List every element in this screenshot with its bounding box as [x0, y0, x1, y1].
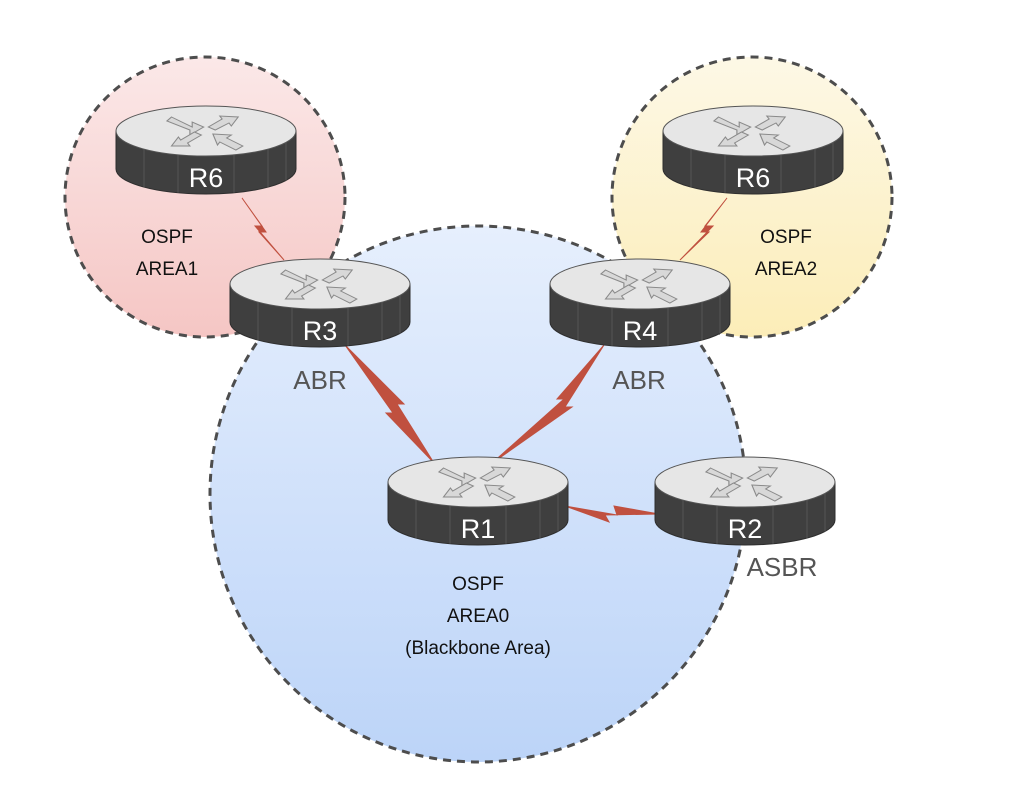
r3-role-label: ABR — [293, 365, 346, 395]
router-r2[interactable]: R2 — [654, 456, 836, 546]
router-r6-area2[interactable]: R6 — [662, 105, 844, 195]
area2-label-line2: AREA2 — [755, 259, 817, 280]
router-r3[interactable]: R3 — [229, 258, 411, 348]
router-label: R6 — [736, 163, 771, 193]
area0-label-line1: OSPF — [452, 574, 504, 595]
area0-label-line2: AREA0 — [447, 606, 509, 627]
router-label: R3 — [303, 316, 338, 346]
r4-role-label: ABR — [612, 365, 665, 395]
links — [241, 197, 728, 523]
router-label: R1 — [461, 514, 496, 544]
router-r4[interactable]: R4 — [549, 258, 731, 348]
router-label: R4 — [623, 316, 658, 346]
router-r1[interactable]: R1 — [387, 456, 569, 546]
router-top — [229, 258, 411, 310]
router-top — [549, 258, 731, 310]
link-r6-area2-r4[interactable] — [679, 197, 728, 261]
area0-label: OSPF AREA0 (Blackbone Area) — [405, 574, 551, 659]
router-label: R6 — [189, 163, 224, 193]
router-top — [115, 105, 297, 157]
area2-label: OSPF AREA2 — [755, 227, 817, 280]
area2-label-line1: OSPF — [760, 227, 812, 248]
router-top — [662, 105, 844, 157]
router-label: R2 — [728, 514, 763, 544]
router-top — [654, 456, 836, 508]
router-r6-area1[interactable]: R6 — [115, 105, 297, 195]
link-r6-area1-r3[interactable] — [241, 197, 285, 261]
area1-label: OSPF AREA1 — [136, 227, 198, 280]
area1-label-line2: AREA1 — [136, 259, 198, 280]
area0-label-line3: (Blackbone Area) — [405, 638, 551, 659]
r2-role-label: ASBR — [747, 552, 818, 582]
area1-label-line1: OSPF — [141, 227, 193, 248]
router-top — [387, 456, 569, 508]
